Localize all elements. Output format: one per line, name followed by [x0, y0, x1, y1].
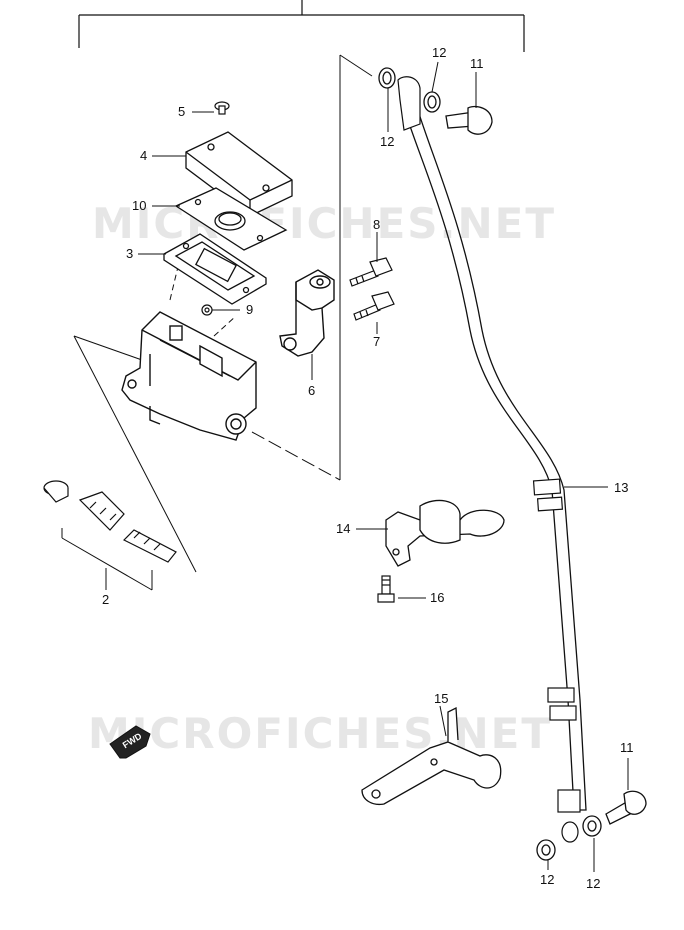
callout-12-bottom-right: 12 [586, 876, 600, 891]
clamp-part-6 [279, 269, 335, 357]
callout-12-bottom-left: 12 [540, 872, 554, 887]
callout-6: 6 [308, 383, 315, 398]
bolt-part-16 [377, 575, 395, 603]
callout-2: 2 [102, 592, 109, 607]
nut-part-9 [201, 304, 213, 316]
hose-clamp-part-14 [385, 499, 505, 567]
callout-13: 13 [614, 480, 628, 495]
piston-kit-part-2 [43, 480, 177, 563]
callout-14: 14 [336, 521, 350, 536]
callout-3: 3 [126, 246, 133, 261]
callout-9: 9 [246, 302, 253, 317]
diaphragm-part-3 [163, 233, 267, 305]
assembly-bracket [78, 0, 525, 52]
callout-8: 8 [373, 217, 380, 232]
banjo-bolt-part-11 [445, 105, 647, 825]
watermark-bottom: MICROFICHES.NET [88, 709, 552, 758]
diaphragm-plate-part-10 [174, 187, 288, 251]
callout-16: 16 [430, 590, 444, 605]
bolt-part-8 [349, 257, 393, 287]
fwd-arrow-icon: FWD [109, 725, 151, 759]
callout-15: 15 [434, 691, 448, 706]
master-cylinder-body [121, 311, 257, 441]
screw-part-5 [214, 101, 230, 115]
hose-fittings [397, 76, 581, 843]
watermark-top: MICROFICHES.NET [92, 199, 556, 248]
bolt-part-7 [353, 291, 395, 321]
piston-kit-bracket [61, 528, 153, 591]
callout-11-bottom: 11 [620, 740, 634, 755]
callout-10: 10 [132, 198, 146, 213]
callout-12-top-left: 12 [380, 134, 394, 149]
callout-5: 5 [178, 104, 185, 119]
callout-7: 7 [373, 334, 380, 349]
callout-11-top: 11 [470, 56, 484, 71]
callout-4: 4 [140, 148, 147, 163]
washers-part-12 [378, 67, 602, 861]
callout-12-top: 12 [432, 45, 446, 60]
hose-bracket-part-15 [361, 706, 502, 806]
callouts: 5 4 10 3 9 8 7 6 2 12 11 12 13 14 16 15 … [102, 45, 634, 891]
leader-lines [105, 61, 629, 872]
group-frame [73, 54, 373, 573]
